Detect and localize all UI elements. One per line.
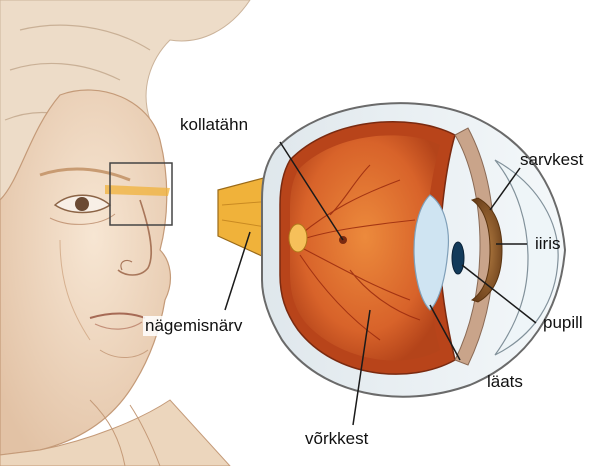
eyeball-cross-section [218, 103, 565, 397]
label-macula: kollatähn [180, 115, 248, 135]
label-retina: võrkkest [305, 429, 368, 449]
label-cornea: sarvkest [520, 150, 583, 170]
label-pupil: pupill [543, 313, 583, 333]
face-drawing [0, 0, 250, 466]
label-iris: iiris [535, 234, 561, 254]
label-lens: läats [487, 372, 523, 392]
pupil [452, 242, 464, 274]
label-optic-nerve: nägemisnärv [143, 316, 244, 336]
optic-disc [289, 224, 307, 252]
